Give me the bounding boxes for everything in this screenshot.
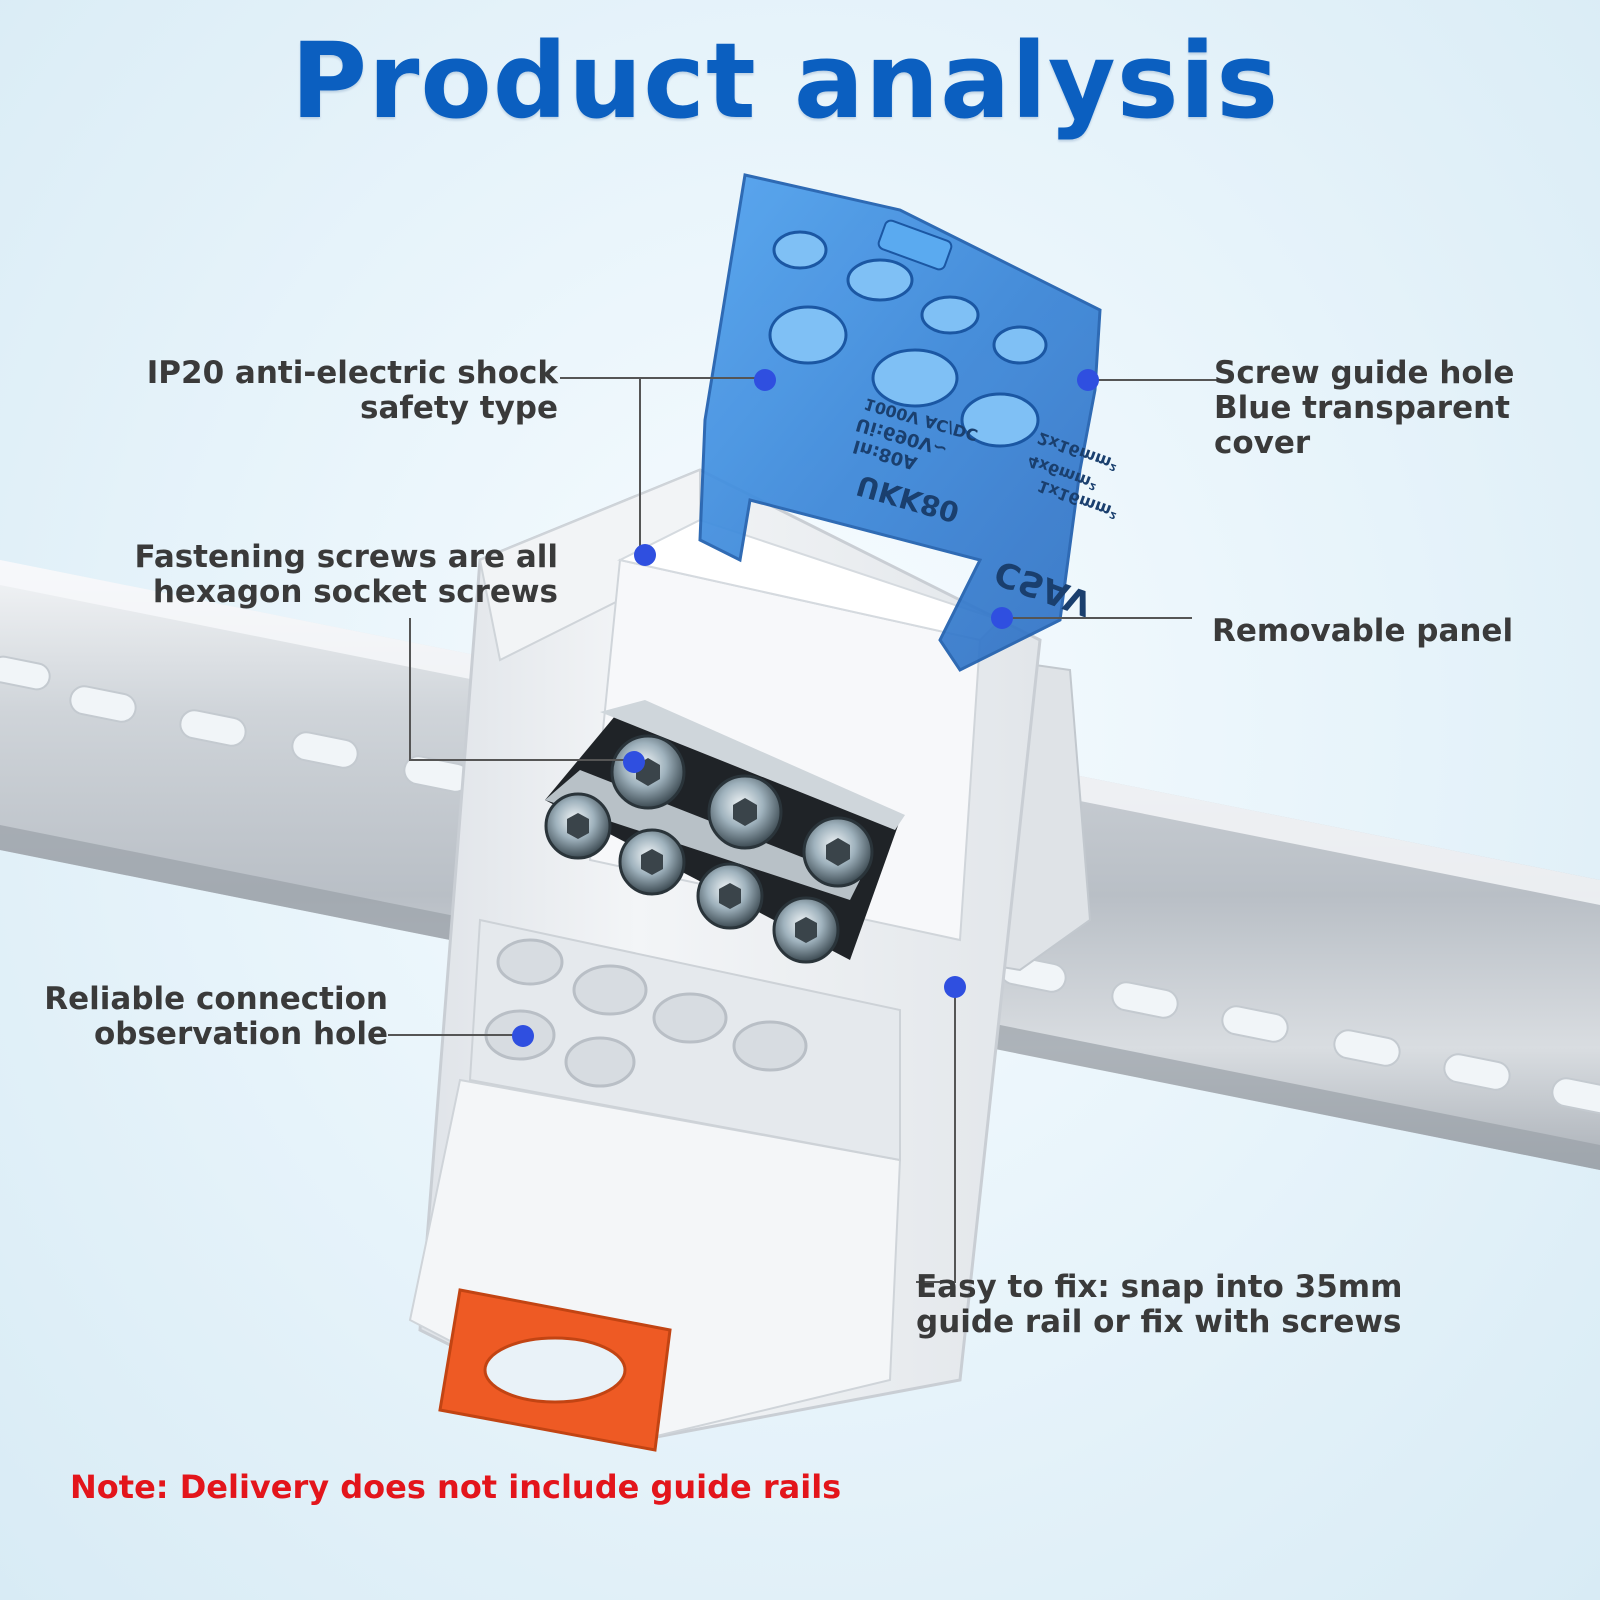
callout-fix: Easy to fix: snap into 35mm guide rail o… xyxy=(916,1270,1402,1340)
callout-cover: Screw guide hole Blue transparent cover xyxy=(1214,356,1514,461)
callout-ip20: IP20 anti-electric shock safety type xyxy=(147,356,558,426)
callout-hole-line2: observation hole xyxy=(93,1016,388,1052)
page-title: Product analysis xyxy=(290,20,1280,142)
marker-dot-fix xyxy=(944,976,966,998)
callout-cover-line1: Screw guide hole xyxy=(1214,355,1515,391)
callout-fix-line1: Easy to fix: snap into 35mm xyxy=(916,1269,1403,1305)
release-tab xyxy=(438,1288,672,1452)
observation-holes xyxy=(484,938,808,1088)
marker-dot-hole xyxy=(512,1025,534,1047)
callout-screws-line1: Fastening screws are all xyxy=(134,539,558,575)
marker-dot-panel xyxy=(991,607,1013,629)
delivery-note: Note: Delivery does not include guide ra… xyxy=(70,1468,842,1506)
callout-ip20-line1: IP20 anti-electric shock xyxy=(146,355,558,391)
callout-screws: Fastening screws are all hexagon socket … xyxy=(134,540,558,610)
marker-dot-ip20 xyxy=(634,544,656,566)
marker-dot-cover-top xyxy=(754,369,776,391)
leader-lines xyxy=(388,377,1220,1283)
callout-cover-line2: Blue transparent xyxy=(1214,390,1510,426)
callout-ip20-line2: safety type xyxy=(360,390,558,426)
blue-transparent-cover xyxy=(698,173,1102,672)
callout-panel: Removable panel xyxy=(1212,614,1513,649)
callout-fix-line2: guide rail or fix with screws xyxy=(916,1304,1402,1340)
callout-panel-line1: Removable panel xyxy=(1212,613,1514,649)
callout-hole-line1: Reliable connection xyxy=(44,981,388,1017)
housing xyxy=(408,468,1042,1442)
marker-dots xyxy=(512,369,1099,1047)
hex-socket-screws xyxy=(544,734,874,964)
marker-dot-screw xyxy=(623,751,645,773)
callout-hole: Reliable connection observation hole xyxy=(44,982,388,1052)
callout-screws-line2: hexagon socket screws xyxy=(152,574,558,610)
marker-dot-cover xyxy=(1077,369,1099,391)
callout-cover-line3: cover xyxy=(1214,425,1311,461)
